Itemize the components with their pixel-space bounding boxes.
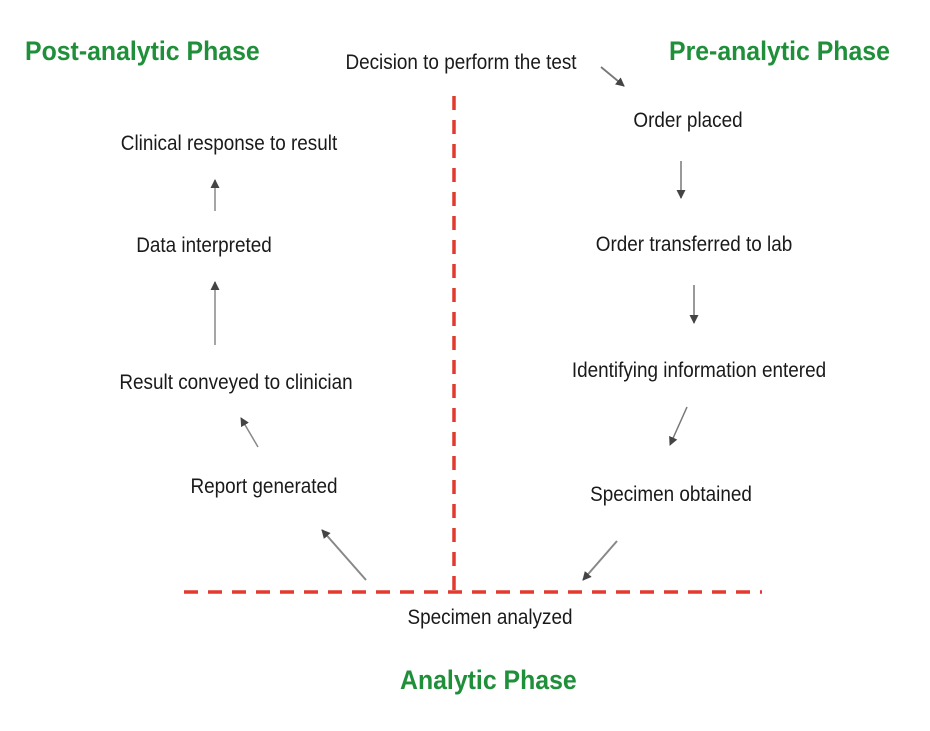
arrow-report-to-conveyed	[240, 417, 259, 448]
step-identifying-information: Identifying information entered	[571, 359, 827, 382]
step-data-interpreted: Data interpreted	[136, 234, 272, 257]
pre-analytic-phase-title: Pre-analytic Phase	[669, 36, 890, 66]
step-clinical-response: Clinical response to result	[120, 132, 338, 155]
analytic-phase-title: Analytic Phase	[400, 665, 577, 695]
arrow-decision-to-order	[600, 66, 625, 87]
step-specimen-obtained: Specimen obtained	[590, 483, 752, 506]
arrow-specimen-to-analyzed	[582, 540, 618, 581]
post-analytic-phase-title: Post-analytic Phase	[25, 36, 260, 66]
arrow-identify-to-specimen	[669, 406, 688, 446]
step-order-transferred: Order transferred to lab	[595, 233, 793, 256]
step-specimen-analyzed: Specimen analyzed	[407, 606, 573, 629]
step-result-conveyed: Result conveyed to clinician	[119, 371, 353, 394]
step-decision: Decision to perform the test	[345, 51, 577, 74]
step-order-placed: Order placed	[633, 109, 743, 132]
step-report-generated: Report generated	[190, 475, 338, 498]
arrow-analyzed-to-report	[321, 529, 367, 581]
